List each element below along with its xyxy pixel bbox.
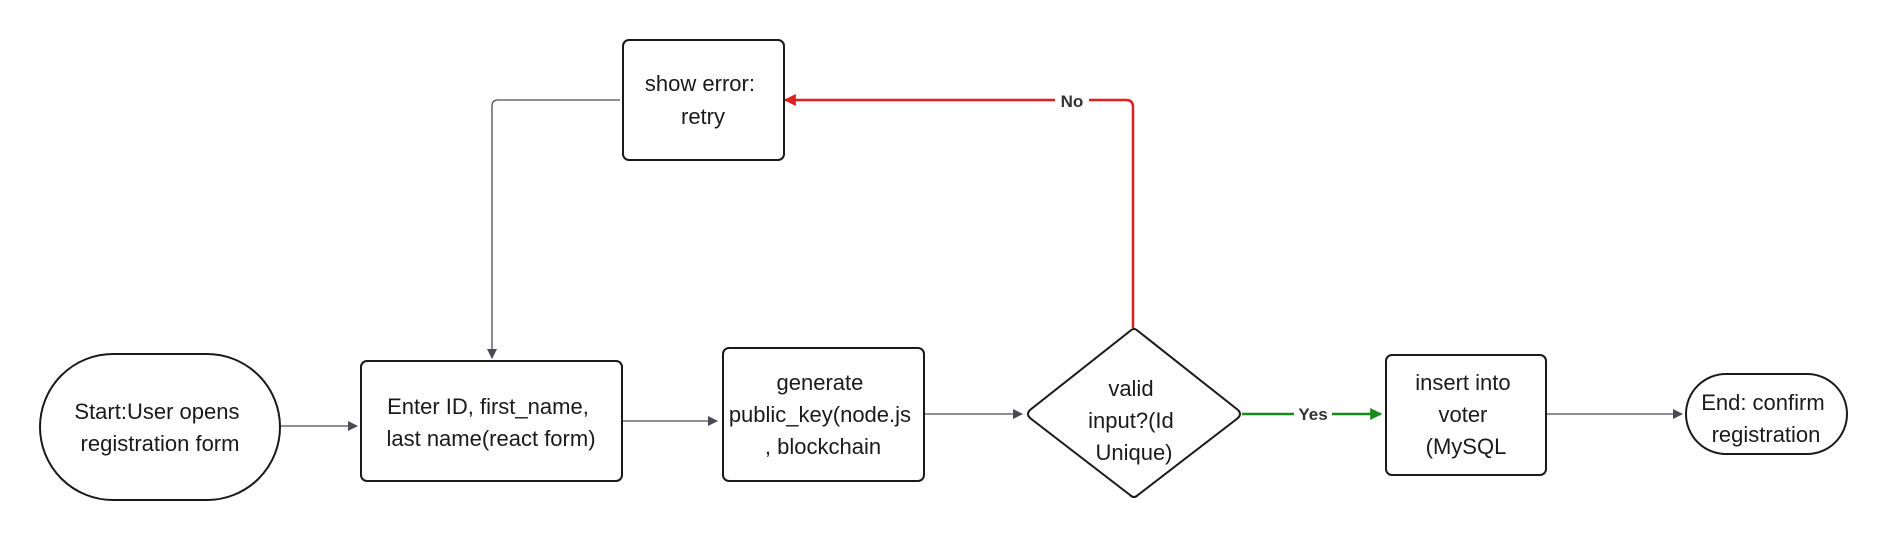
svg-text:valid input?(Id Un: valid input?(Id Unique)	[1088, 376, 1180, 465]
end-node-line-1: End: confirm	[1701, 390, 1825, 415]
show-error-line-1: show error:	[645, 71, 755, 96]
insert-voter-line-3: (MySQL	[1426, 434, 1507, 459]
svg-text:Enter ID, first_name, la: Enter ID, first_name, last name(react fo…	[386, 394, 595, 451]
edge-show-error-to-enter-details	[487, 99, 620, 359]
svg-text:insert into voter: insert into voter (MySQL	[1415, 370, 1517, 459]
yes-label-bg	[1294, 402, 1332, 424]
svg-text:generate public_key(node: generate public_key(node.js , blockchain	[729, 370, 917, 459]
start-node-line-1: Start:User opens	[74, 399, 239, 424]
svg-text:Start:User opens registr: Start:User opens registration form	[74, 399, 245, 456]
no-edge-label: No	[1061, 92, 1084, 111]
generate-key-line-2: public_key(node.js	[729, 402, 911, 427]
end-node: End: confirm registration	[1685, 373, 1848, 455]
insert-voter-line-2: voter	[1438, 402, 1487, 427]
insert-voter-node: insert into voter (MySQL	[1385, 354, 1547, 476]
valid-input-line-1: valid	[1108, 376, 1153, 401]
valid-input-line-2: input?(Id	[1088, 408, 1174, 433]
generate-key-node: generate public_key(node.js , blockchain	[722, 347, 925, 482]
svg-text:show error: retry: show error: retry	[645, 71, 761, 129]
show-error-line-2: retry	[681, 104, 725, 129]
generate-key-line-1: generate	[777, 370, 864, 395]
no-label-bg	[1055, 89, 1089, 111]
valid-input-line-3: Unique)	[1095, 440, 1172, 465]
end-node-line-2: registration	[1712, 422, 1821, 447]
enter-details-node: Enter ID, first_name, last name(react fo…	[360, 360, 623, 482]
enter-details-line-1: Enter ID, first_name,	[387, 394, 589, 419]
enter-details-line-2: last name(react form)	[386, 426, 595, 451]
generate-key-line-3: , blockchain	[765, 434, 881, 459]
insert-voter-line-1: insert into	[1415, 370, 1510, 395]
show-error-node: show error: retry	[622, 39, 785, 161]
valid-input-decision-node: valid input?(Id Unique)	[1027, 328, 1241, 498]
svg-text:End: confirm registratio: End: confirm registration	[1701, 390, 1831, 447]
yes-edge-label: Yes	[1298, 405, 1327, 424]
start-node-line-2: registration form	[81, 431, 240, 456]
edges: Yes No	[280, 89, 1683, 431]
edge-no-to-show-error	[783, 94, 1135, 328]
start-node: Start:User opens registration form	[39, 353, 281, 501]
